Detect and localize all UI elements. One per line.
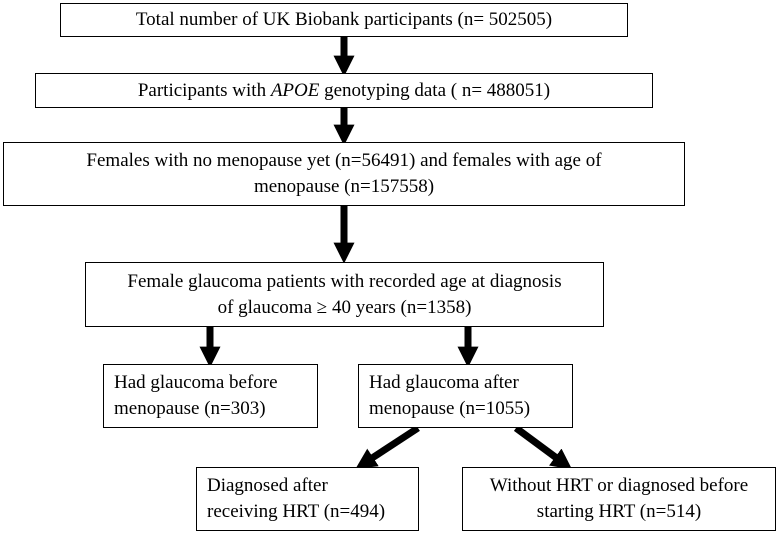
box-after-text: Had glaucoma after menopause (n=1055) (369, 370, 530, 422)
box-females-menopause: Females with no menopause yet (n=56491) … (3, 142, 685, 206)
box-after-menopause: Had glaucoma after menopause (n=1055) (358, 364, 573, 428)
box-before-line1: Had glaucoma before (114, 372, 278, 393)
box-total-text: Total number of UK Biobank participants … (135, 9, 553, 30)
box-without-hrt-line1: Without HRT or diagnosed before (489, 475, 749, 496)
box-glaucoma-line2: of glaucoma ≥ 40 years (n=1358) (217, 296, 472, 318)
box-without-hrt-line2: starting HRT (n=514) (536, 501, 702, 522)
box-glaucoma-line1: Female glaucoma patients with recorded a… (127, 270, 562, 292)
box-after-hrt: Diagnosed after receiving HRT (n=494) (196, 467, 419, 531)
box-apoe-text-after: genotyping data ( n= 488051) (319, 79, 551, 101)
box-after-hrt-line1: Diagnosed after (207, 475, 328, 496)
box-before-line2: menopause (n=303) (114, 398, 266, 419)
box-without-hrt-text: Without HRT or diagnosed before starting… (490, 473, 748, 525)
box-without-hrt: Without HRT or diagnosed before starting… (462, 467, 776, 531)
box-after-line1: Had glaucoma after (369, 372, 519, 393)
box-after-hrt-line2: receiving HRT (n=494) (207, 501, 386, 522)
box-before-menopause: Had glaucoma before menopause (n=303) (103, 364, 318, 428)
box-glaucoma-patients: Female glaucoma patients with recorded a… (85, 262, 604, 327)
box-total-participants: Total number of UK Biobank participants … (60, 3, 628, 37)
box-before-text: Had glaucoma before menopause (n=303) (114, 370, 278, 422)
box-females-line1: Females with no menopause yet (n=56491) … (86, 150, 602, 171)
arrow-after-to-without-hrt (513, 425, 573, 470)
box-apoe-text: Participants with APOE genotyping data (… (138, 78, 550, 104)
box-glaucoma-text: Female glaucoma patients with recorded a… (127, 269, 561, 321)
box-after-line2: menopause (n=1055) (369, 398, 531, 419)
box-after-hrt-text: Diagnosed after receiving HRT (n=494) (207, 473, 385, 525)
arrow-after-to-after-hrt (355, 425, 420, 469)
box-apoe-genotyping: Participants with APOE genotyping data (… (35, 73, 653, 108)
box-females-line2: menopause (n=157558) (253, 176, 435, 197)
apoe-gene-name: APOE (270, 79, 320, 101)
box-apoe-text-before: Participants with (137, 79, 271, 101)
box-females-text: Females with no menopause yet (n=56491) … (86, 148, 601, 200)
